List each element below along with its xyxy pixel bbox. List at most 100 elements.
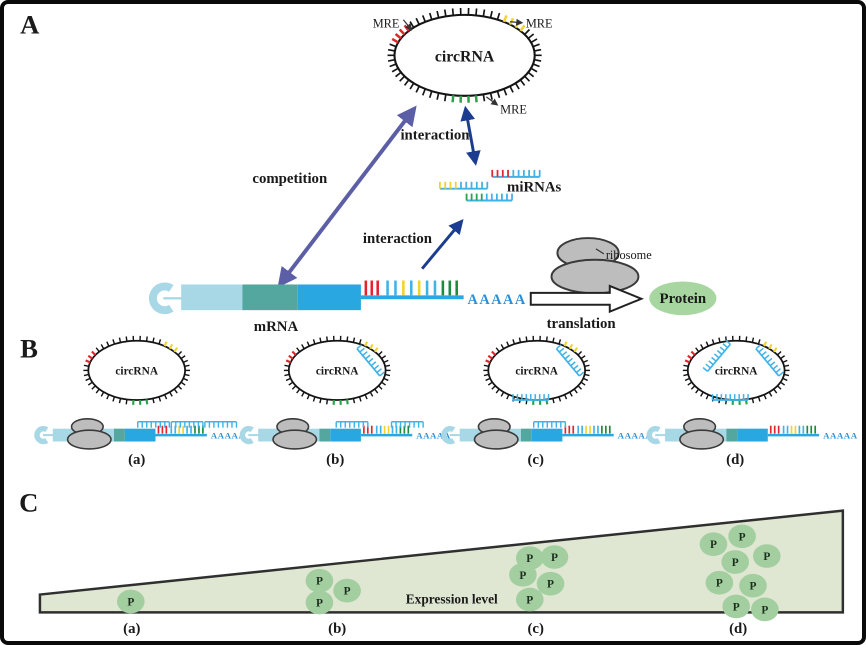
circrna-b-label: circRNA — [515, 365, 558, 377]
competition-arrow-icon — [277, 105, 417, 288]
protein-circle-icon — [305, 590, 334, 615]
mre-arrow-left-icon — [402, 19, 413, 31]
protein-circle-icon — [515, 587, 544, 612]
panelc-group-label: (b) — [328, 621, 346, 637]
protein-circle-icon — [536, 571, 565, 596]
mirna-on-circ-icon — [711, 394, 749, 401]
protein-symbol: P — [526, 594, 533, 606]
panelb-unit-label: (c) — [527, 452, 543, 468]
mrna-cap-icon — [148, 282, 174, 315]
mirna-on-circ-icon — [512, 394, 550, 401]
panelc-group-label: (c) — [527, 621, 543, 637]
mirna-on-circ-icon — [356, 344, 385, 377]
circrna-b-label: circRNA — [316, 365, 359, 377]
mirnas-label: miRNAs — [507, 180, 561, 196]
protein-circle-icon — [721, 550, 750, 574]
protein-symbol: P — [710, 539, 717, 551]
mre-label-bottom: MRE — [500, 103, 527, 117]
mrna-segment-teal — [242, 284, 298, 311]
protein-symbol: P — [733, 601, 740, 613]
panelc-group-label: (a) — [123, 621, 140, 637]
panel-a-label: A — [20, 10, 40, 40]
protein-circle-icon — [305, 568, 334, 593]
protein-symbol: P — [344, 586, 351, 598]
protein-circle-icon — [751, 597, 779, 622]
circrna-b-ellipse — [83, 335, 191, 405]
mirna-on-circ-icon — [755, 344, 784, 377]
mre-arrow-bottom-icon — [485, 96, 499, 106]
protein-circle-icon — [722, 594, 751, 619]
translation-label: translation — [547, 316, 616, 332]
protein-group-a: P (a) — [116, 589, 145, 637]
mirna-on-circ-icon — [555, 344, 585, 377]
ribosome-label: ribosome — [606, 248, 652, 262]
protein-ellipse — [649, 281, 717, 316]
protein-circle-icon — [699, 532, 728, 557]
mirnas-group — [439, 169, 541, 202]
mre-arrow-right-icon — [509, 18, 524, 26]
panelb-unit-label: (a) — [128, 452, 145, 468]
panelb-unit-label: (b) — [326, 452, 344, 468]
mrna-a — [148, 280, 464, 315]
mirna-on-mrna-icon — [170, 420, 204, 428]
protein-label: Protein — [660, 291, 707, 307]
interaction-arrow-top-icon — [460, 105, 481, 166]
protein-symbol: P — [750, 581, 757, 593]
protein-symbol: P — [519, 570, 526, 582]
protein-circle-icon — [739, 573, 767, 598]
panelb-unit-c: circRNA AAAAA (c) — [441, 335, 653, 468]
protein-symbol: P — [761, 604, 768, 616]
circrna-b-ellipse — [483, 335, 591, 405]
mirna-on-mrna-icon — [533, 420, 567, 428]
mrna-label: mRNA — [254, 319, 299, 335]
panelb-unit-label: (d) — [726, 452, 744, 468]
protein-circle-icon — [728, 524, 756, 549]
expression-wedge — [38, 509, 845, 614]
protein-circle-icon — [705, 570, 734, 595]
protein-symbol: P — [732, 557, 739, 569]
protein-circle-icon — [752, 544, 781, 568]
expression-level-label: Expression level — [406, 591, 498, 606]
mirna-red-icon — [491, 169, 541, 178]
mrna-cap-icon — [646, 425, 661, 445]
polya-b-text: AAAAA — [416, 431, 451, 441]
panelb-unit-b: circRNA AAAAA (b) — [239, 335, 451, 468]
panelb-unit-d: circRNA AAAAA (d) — [646, 335, 858, 468]
protein-symbol: P — [716, 578, 723, 590]
panelc-group-label: (d) — [729, 621, 747, 637]
polya-b-text: AAAAA — [823, 431, 858, 441]
protein-circle-icon — [333, 578, 361, 603]
protein-symbol: P — [763, 551, 770, 563]
circrna-a-label: circRNA — [435, 48, 495, 65]
protein-symbol: P — [127, 596, 134, 608]
mirna-on-mrna-icon — [136, 420, 171, 428]
polya-b-text: AAAAA — [211, 431, 246, 441]
circrna-b-ellipse — [283, 335, 391, 405]
panel-c-label: C — [19, 488, 38, 518]
protein-symbol: P — [316, 597, 323, 609]
mre-label-left: MRE — [373, 17, 400, 31]
mrna-segment-blue — [297, 284, 361, 311]
mrna-cap-icon — [34, 425, 49, 445]
ribosome-a-icon — [550, 237, 640, 295]
protein-symbol: P — [526, 553, 533, 565]
circrna-b-label: circRNA — [715, 365, 758, 377]
competition-label: competition — [252, 171, 327, 187]
panel-b-units: circRNA AAAAA (a) circRNA AAAAA (b) circRNA AAA… — [34, 335, 858, 468]
interaction-label-top: interaction — [400, 127, 469, 143]
protein-circle-icon — [540, 545, 569, 569]
protein-group-b: PPP(b) — [305, 568, 361, 637]
translation-arrow-icon — [529, 284, 645, 314]
polya-b-text: AAAAA — [618, 431, 653, 441]
mirna-on-mrna-icon — [204, 420, 238, 428]
protein-circle-icon — [116, 589, 145, 614]
interaction-label-bottom: interaction — [363, 231, 432, 247]
ribosome-pointer-icon — [595, 248, 605, 255]
polya-a-text: AAAAA — [468, 292, 527, 308]
mirna-on-mrna-icon — [335, 420, 369, 428]
